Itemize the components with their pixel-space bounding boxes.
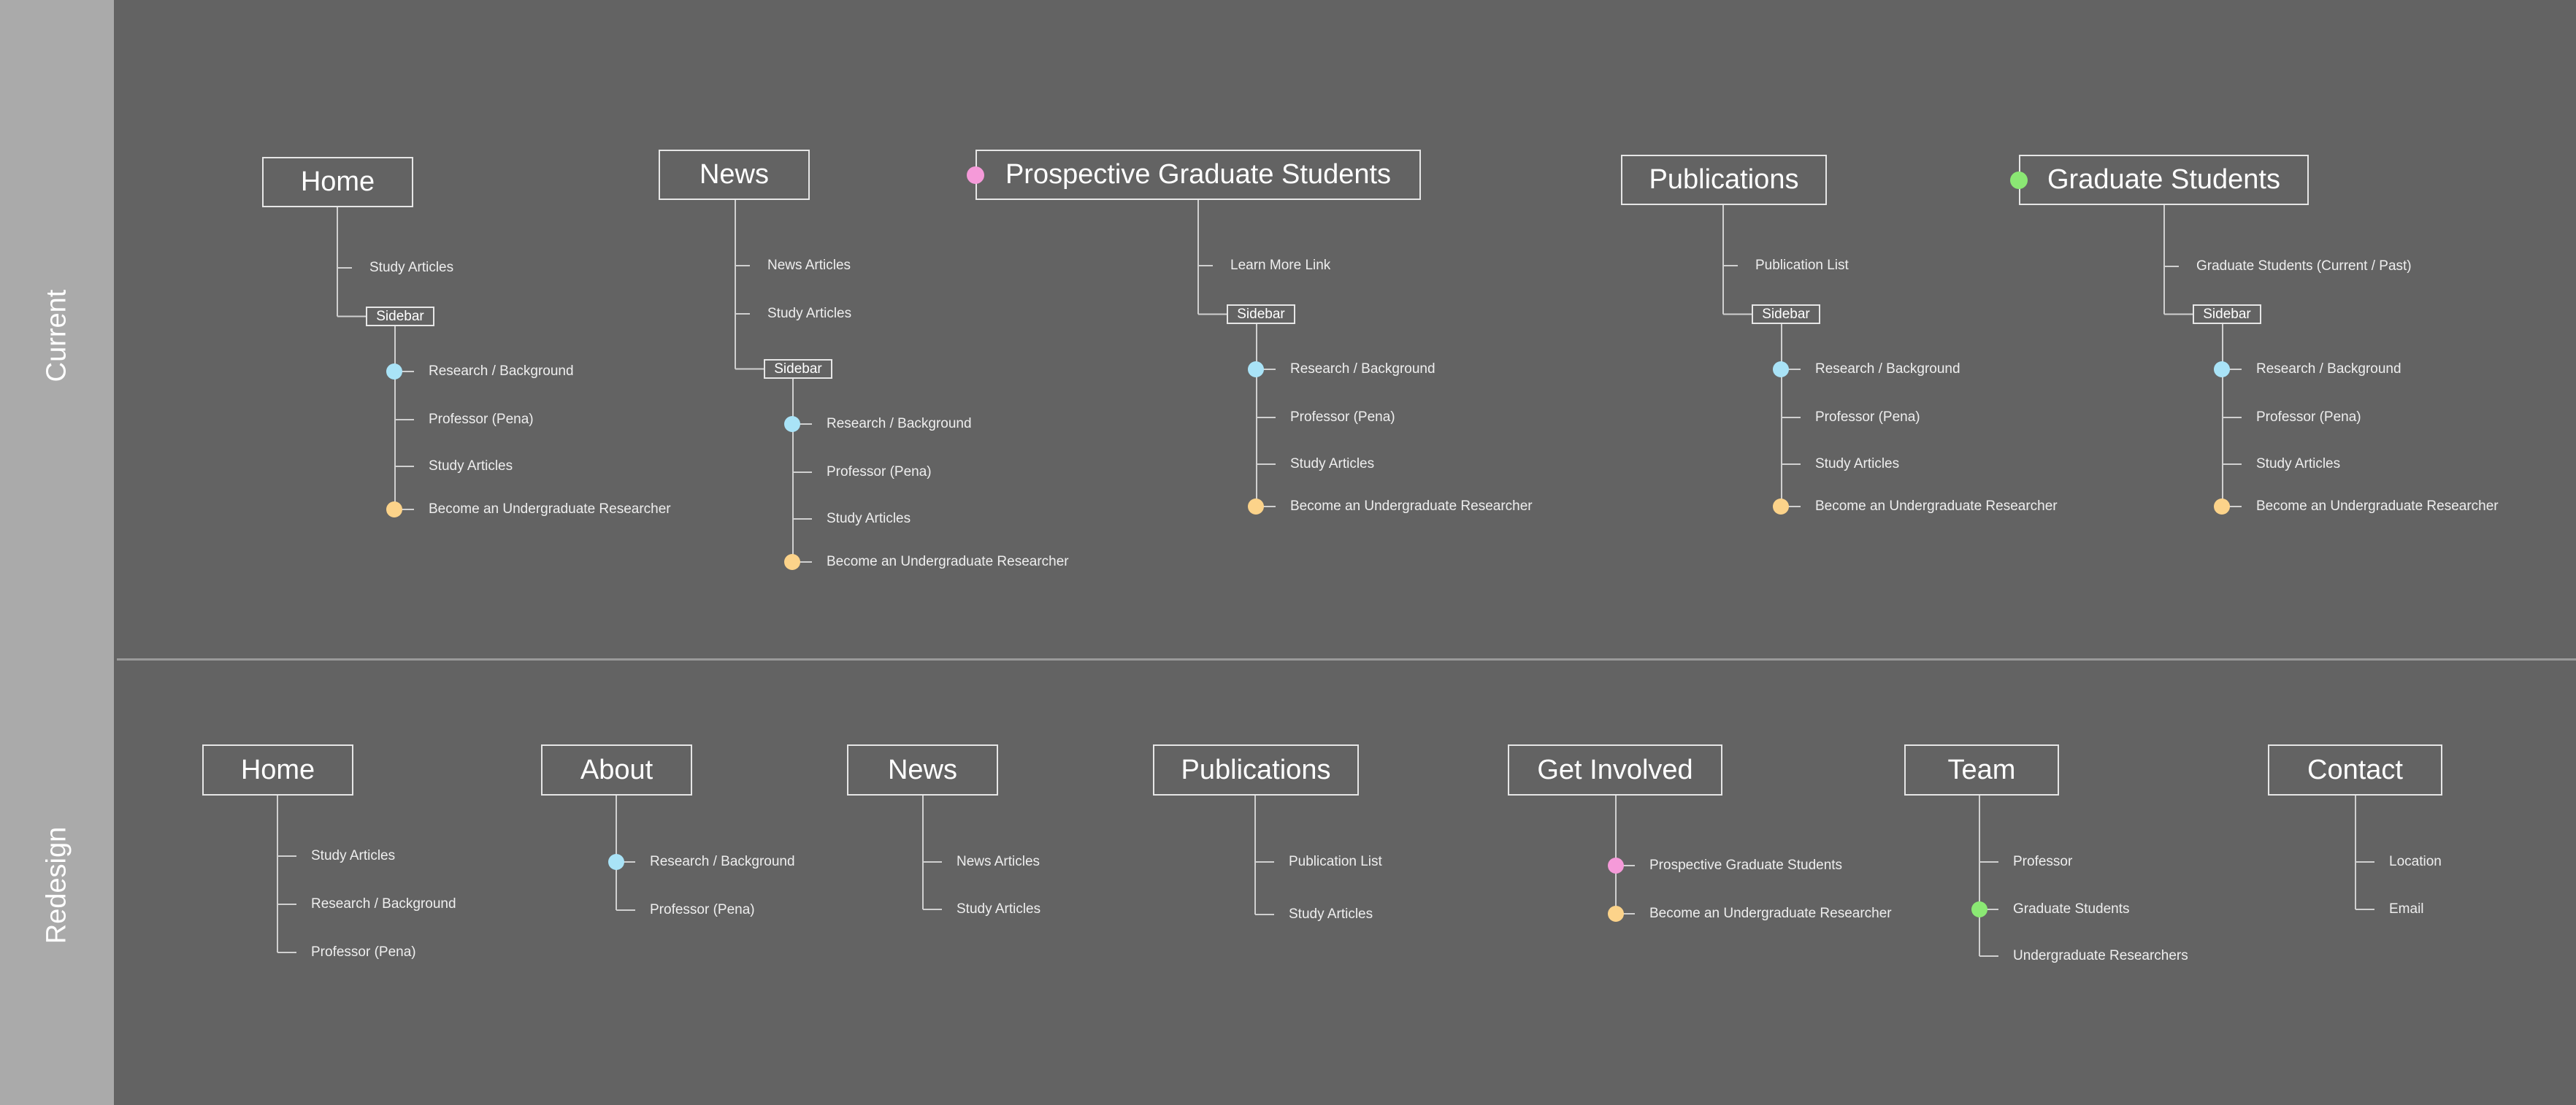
sidebar-link-item: Professor (Pena) — [1290, 409, 1395, 425]
link-item: Professor — [2013, 854, 2073, 869]
pink-marker-dot — [967, 166, 984, 184]
sidebar-link-item: Research / Background — [1290, 361, 1435, 377]
sidebar-link-item: Become an Undergraduate Researcher — [827, 554, 1069, 569]
page-box-news: News — [659, 150, 810, 200]
orange-marker-dot — [1248, 498, 1264, 515]
link-item: Study Articles — [369, 260, 454, 275]
page-box-home: Home — [262, 157, 413, 207]
link-item: Professor (Pena) — [311, 944, 416, 960]
link-item: News Articles — [767, 258, 851, 273]
page-box-graduate-students: Graduate Students — [2019, 155, 2309, 205]
sidebar-link-item: Become an Undergraduate Researcher — [1815, 498, 2058, 514]
page-box-get-involved: Get Involved — [1508, 744, 1722, 796]
link-item: News Articles — [957, 854, 1040, 869]
sidebar-link-item: Research / Background — [2256, 361, 2401, 377]
blue-marker-dot — [1248, 361, 1264, 377]
row-label-strip — [0, 0, 114, 1105]
sidebar-link-item: Become an Undergraduate Researcher — [429, 501, 671, 517]
section-divider — [117, 658, 2576, 661]
blue-marker-dot — [2214, 361, 2230, 377]
sidebar-link-item: Study Articles — [1290, 456, 1375, 471]
green-marker-dot — [1971, 901, 1987, 917]
link-item: Undergraduate Researchers — [2013, 948, 2188, 963]
link-item: Research / Background — [311, 896, 456, 912]
pink-marker-dot — [1608, 858, 1624, 874]
sidebar-link-item: Research / Background — [1815, 361, 1960, 377]
sidebar-box: Sidebar — [2193, 304, 2261, 324]
link-item: Research / Background — [650, 854, 795, 869]
sidebar-box: Sidebar — [764, 359, 832, 379]
link-item: Publication List — [1755, 258, 1849, 273]
page-box-team: Team — [1904, 744, 2059, 796]
orange-marker-dot — [386, 501, 402, 517]
link-item: Learn More Link — [1230, 258, 1331, 273]
sidebar-link-item: Professor (Pena) — [1815, 409, 1920, 425]
green-marker-dot — [2010, 171, 2028, 189]
sidebar-link-item: Study Articles — [827, 511, 911, 526]
link-item: Become an Undergraduate Researcher — [1649, 906, 1892, 921]
sidebar-link-item: Research / Background — [827, 416, 972, 431]
sidebar-link-item: Professor (Pena) — [429, 412, 534, 427]
sidebar-box: Sidebar — [1227, 304, 1295, 324]
link-item: Prospective Graduate Students — [1649, 858, 1843, 873]
sidebar-box: Sidebar — [1752, 304, 1820, 324]
sidebar-link-item: Become an Undergraduate Researcher — [2256, 498, 2499, 514]
link-item: Publication List — [1289, 854, 1382, 869]
sidebar-link-item: Professor (Pena) — [2256, 409, 2361, 425]
sidebar-link-item: Study Articles — [429, 458, 513, 474]
link-item: Location — [2389, 854, 2442, 869]
link-item: Study Articles — [1289, 906, 1373, 922]
blue-marker-dot — [608, 854, 624, 870]
sidebar-link-item: Study Articles — [2256, 456, 2341, 471]
orange-marker-dot — [2214, 498, 2230, 515]
link-item: Graduate Students — [2013, 901, 2130, 917]
orange-marker-dot — [1773, 498, 1789, 515]
orange-marker-dot — [784, 554, 800, 570]
blue-marker-dot — [1773, 361, 1789, 377]
link-item: Study Articles — [311, 848, 396, 863]
sidebar-box: Sidebar — [366, 307, 434, 326]
link-item: Email — [2389, 901, 2424, 917]
page-box-news: News — [847, 744, 998, 796]
sidebar-link-item: Professor (Pena) — [827, 464, 932, 480]
orange-marker-dot — [1608, 906, 1624, 922]
page-box-about: About — [541, 744, 692, 796]
page-box-publications: Publications — [1153, 744, 1359, 796]
link-item: Graduate Students (Current / Past) — [2196, 258, 2412, 274]
page-box-contact: Contact — [2268, 744, 2442, 796]
page-box-publications: Publications — [1621, 155, 1827, 205]
blue-marker-dot — [784, 416, 800, 432]
link-item: Study Articles — [767, 306, 852, 321]
link-item: Professor (Pena) — [650, 902, 755, 917]
sidebar-link-item: Research / Background — [429, 363, 574, 379]
page-box-prospective-graduate-students: Prospective Graduate Students — [975, 150, 1421, 200]
sidebar-link-item: Become an Undergraduate Researcher — [1290, 498, 1533, 514]
page-box-home: Home — [202, 744, 353, 796]
blue-marker-dot — [386, 363, 402, 380]
sidebar-link-item: Study Articles — [1815, 456, 1900, 471]
link-item: Study Articles — [957, 901, 1041, 917]
